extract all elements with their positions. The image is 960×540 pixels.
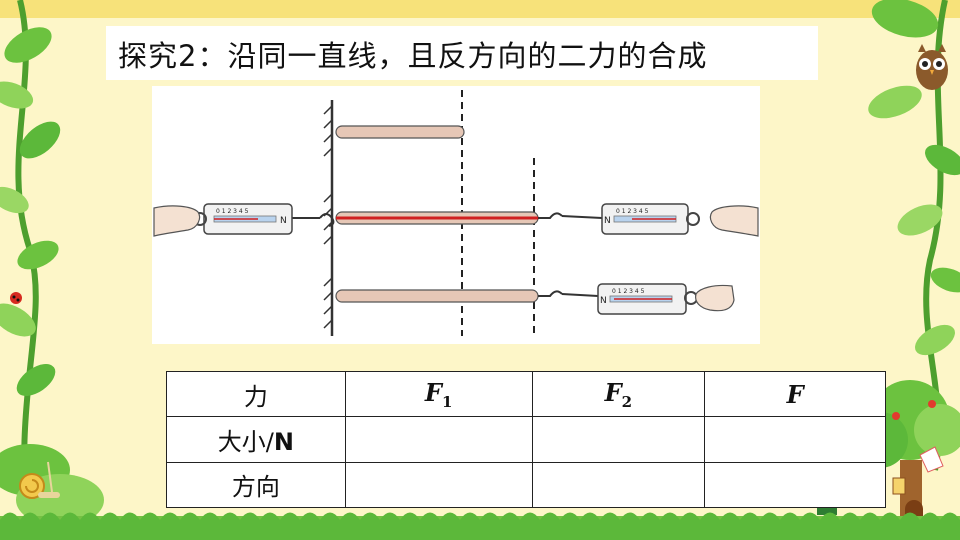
cell-direction-f1[interactable] [344, 461, 533, 509]
cell-magnitude-f1[interactable] [344, 416, 533, 463]
experiment-figure-panel: N 0 1 2 3 4 5 N 0 1 2 3 4 5 N [152, 86, 760, 344]
table-row-magnitude: 大小/N [166, 416, 886, 463]
row-label-magnitude: 大小/N [166, 416, 346, 463]
cell-direction-f2[interactable] [531, 461, 706, 509]
rubber-band-original [335, 125, 465, 139]
header-label: 力 [166, 370, 346, 418]
title-banner: 探究2：沿同一直线，且反方向的二力的合成 [106, 26, 818, 80]
spring-scale-right-1: N 0 1 2 3 4 5 [601, 203, 700, 235]
experiment-figure: N 0 1 2 3 4 5 N 0 1 2 3 4 5 N [153, 90, 759, 336]
force-table: 力 F1 F2 F 大小/N 方向 [166, 370, 886, 509]
header-f1: F1 [344, 370, 533, 418]
ladybug-icon [10, 292, 22, 304]
slide-title: 探究2：沿同一直线，且反方向的二力的合成 [118, 39, 708, 73]
spring-scale-right-2: N 0 1 2 3 4 5 [597, 283, 698, 315]
cell-direction-f[interactable] [704, 461, 886, 509]
scale-ticks-right-2: 0 1 2 3 4 5 [612, 288, 645, 295]
header-f2: F2 [531, 370, 706, 418]
spring-scale-left: N 0 1 2 3 4 5 [193, 203, 293, 235]
scale-label-right-1: N [604, 216, 611, 226]
table-row-direction: 方向 [166, 461, 886, 509]
scale-label-left: N [280, 216, 287, 226]
hook-right-2 [538, 290, 563, 297]
scale-label-right-2: N [600, 296, 607, 306]
grass-border [0, 512, 960, 540]
cell-magnitude-f2[interactable] [531, 416, 706, 463]
hand-right-1 [709, 205, 759, 237]
header-f: F [704, 370, 886, 418]
rubber-band-resultant [335, 289, 539, 303]
hand-right-2 [695, 284, 735, 312]
row-label-direction: 方向 [166, 461, 346, 509]
hook-left [319, 213, 335, 227]
hook-right [538, 212, 563, 219]
owl-icon [916, 44, 948, 90]
hand-left [153, 205, 201, 237]
scale-ticks-right-1: 0 1 2 3 4 5 [616, 208, 649, 215]
scale-ticks-left: 0 1 2 3 4 5 [216, 208, 249, 215]
table-header-row: 力 F1 F2 F [166, 370, 886, 418]
cell-magnitude-f[interactable] [704, 416, 886, 463]
snail-icon [19, 461, 60, 499]
